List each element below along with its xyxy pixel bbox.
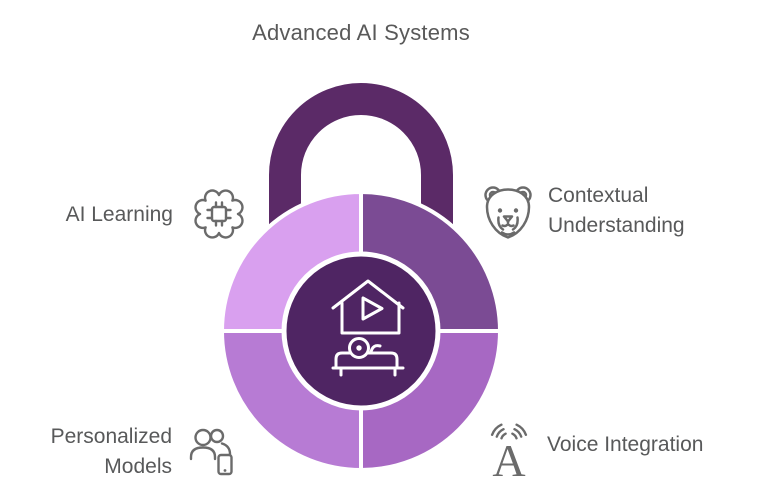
label-voice-integration: Voice Integration [547,430,703,460]
label-voice-integration-text: Voice Integration [547,433,704,456]
label-ai-learning: AI Learning [66,200,173,230]
ai-brain-chip-icon [194,189,244,239]
diagram-title: Advanced AI Systems [252,20,470,45]
label-contextual-line1: Contextual [548,184,649,207]
svg-text:A: A [492,435,525,479]
label-personalized-line1: Personalized [50,425,172,448]
label-contextual-understanding: Contextual Understanding [548,181,685,241]
people-device-icon [189,428,233,476]
center-circle [281,251,441,411]
smart-home-media-icon [331,279,405,377]
label-personalized-line2: Models [104,455,172,478]
padlock-shackle [269,83,453,258]
voice-waves-icon: A [490,423,528,479]
animal-face-icon [484,186,532,239]
label-personalized-models: Personalized Models [51,422,172,482]
label-ai-learning-text: AI Learning [65,203,173,226]
label-contextual-line2: Understanding [548,214,685,237]
